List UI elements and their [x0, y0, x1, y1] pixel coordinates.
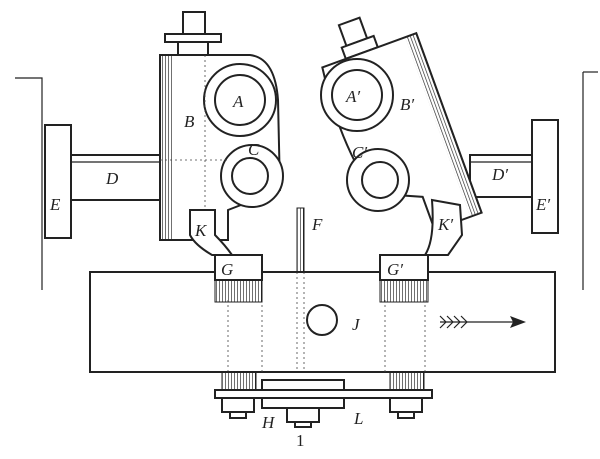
label-J: J [352, 315, 361, 334]
label-K: K [194, 221, 208, 240]
label-A: A [232, 92, 244, 111]
rod-F [296, 207, 305, 273]
plate-L [214, 389, 433, 399]
label-B: B [184, 112, 195, 131]
bottom-clamp-assembly [214, 371, 433, 428]
left-post [15, 77, 72, 290]
direction-arrow [439, 315, 526, 329]
label-G-prime: G′ [387, 260, 403, 279]
label-C-prime: C′ [352, 143, 367, 162]
label-D-prime: D′ [491, 165, 508, 184]
label-H: H [261, 413, 276, 432]
label-K-prime: K′ [437, 215, 453, 234]
bolt-head [182, 11, 206, 35]
shoe-G [214, 254, 263, 281]
block-E [44, 124, 72, 239]
label-D: D [105, 169, 119, 188]
label-F: F [311, 215, 323, 234]
hole-J [306, 304, 338, 336]
label-G: G [221, 260, 233, 279]
plate-H [261, 397, 345, 409]
label-C: C [248, 140, 260, 159]
left-clamp [159, 11, 284, 303]
figure-number: 1 [296, 431, 305, 450]
label-L: L [353, 409, 363, 428]
label-A-prime: A′ [345, 87, 360, 106]
label-B-prime: B′ [400, 95, 414, 114]
right-post [531, 71, 598, 290]
label-E-prime: E′ [535, 195, 550, 214]
shoe-G-prime [379, 254, 429, 281]
block-E-prime [531, 119, 559, 234]
label-E: E [49, 195, 61, 214]
right-clamp [320, 16, 483, 303]
pawl-K-prime [423, 198, 464, 256]
